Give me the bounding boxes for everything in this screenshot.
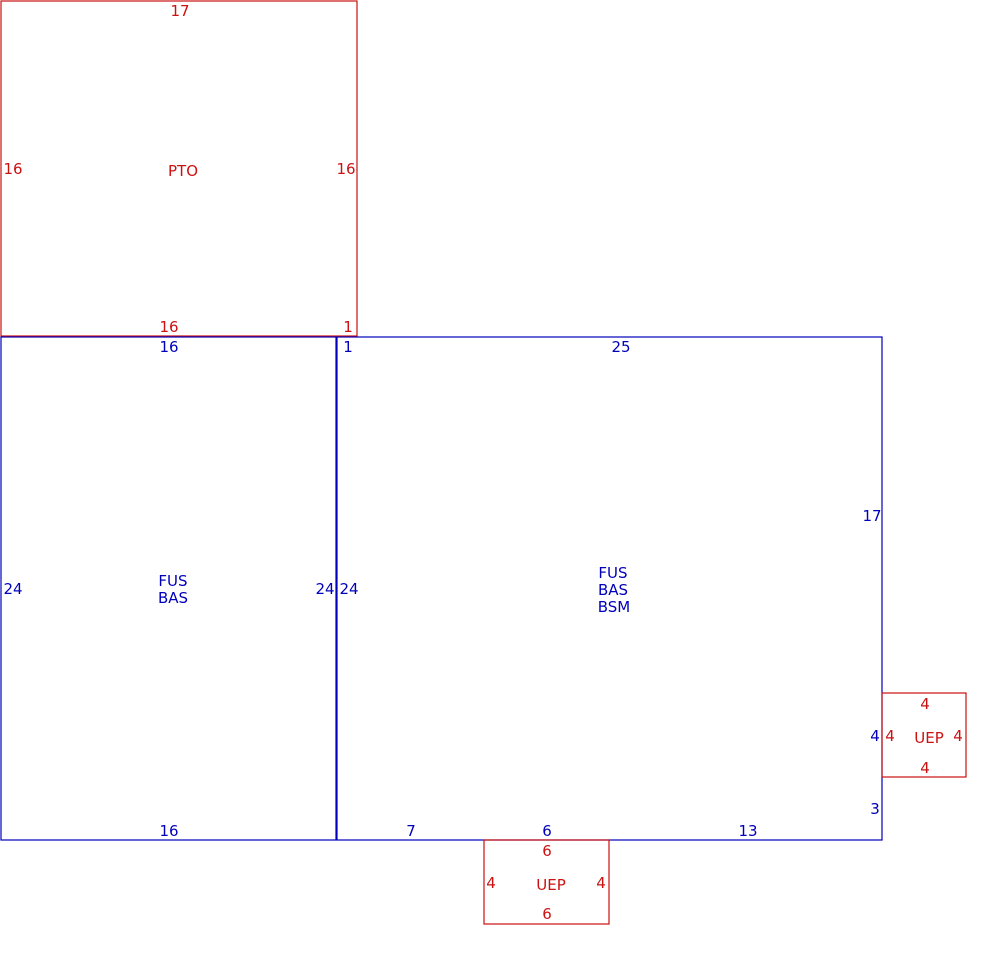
main-bottom-left-dim: 7 — [406, 822, 416, 840]
main-corner-dim: 1 — [343, 338, 353, 356]
uep-bottom-code: UEP — [536, 876, 566, 894]
pto-outline — [0, 0, 358, 337]
pto-bottom-dim: 16 — [159, 318, 178, 336]
pto-right-dim: 16 — [336, 160, 355, 178]
uep-bottom-outline — [483, 839, 610, 925]
uep-right-area: 4 4 4 4 UEP — [881, 692, 967, 778]
left-right-dim: 24 — [315, 580, 334, 598]
main-code-2: BAS — [598, 581, 628, 599]
pto-left-dim: 16 — [3, 160, 22, 178]
main-section: 1 25 24 17 4 3 7 6 13 FUS BAS BSM — [336, 336, 883, 841]
uep-bottom-area: 6 4 4 6 UEP — [483, 839, 610, 925]
pto-area: 17 16 16 16 1 PTO — [0, 0, 358, 337]
main-right-lower-dim: 3 — [870, 800, 880, 818]
main-right-step-dim: 4 — [870, 727, 880, 745]
left-section-outline — [0, 336, 337, 841]
main-left-dim: 24 — [339, 580, 358, 598]
uep-bottom-left-dim: 4 — [486, 874, 496, 892]
uep-right-left-dim: 4 — [885, 727, 895, 745]
uep-bottom-bottom-dim: 6 — [542, 905, 552, 923]
left-left-dim: 24 — [3, 580, 22, 598]
uep-right-outline — [881, 692, 967, 778]
pto-top-dim: 17 — [170, 2, 189, 20]
main-code-3: BSM — [598, 598, 631, 616]
uep-bottom-top-dim: 6 — [542, 842, 552, 860]
uep-right-top-dim: 4 — [920, 695, 930, 713]
left-code-2: BAS — [158, 589, 188, 607]
main-code-1: FUS — [598, 564, 627, 582]
uep-right-code: UEP — [914, 729, 944, 747]
uep-right-bottom-dim: 4 — [920, 759, 930, 777]
left-bottom-dim: 16 — [159, 822, 178, 840]
uep-right-right-dim: 4 — [953, 727, 963, 745]
left-code-1: FUS — [158, 572, 187, 590]
uep-bottom-right-dim: 4 — [596, 874, 606, 892]
pto-code: PTO — [168, 162, 198, 180]
left-section: 16 24 24 16 FUS BAS — [0, 336, 337, 841]
main-bottom-mid-dim: 6 — [542, 822, 552, 840]
left-top-dim: 16 — [159, 338, 178, 356]
pto-corner-dim: 1 — [343, 318, 353, 336]
main-right-upper-dim: 17 — [862, 507, 881, 525]
main-top-dim: 25 — [611, 338, 630, 356]
main-bottom-right-dim: 13 — [738, 822, 757, 840]
